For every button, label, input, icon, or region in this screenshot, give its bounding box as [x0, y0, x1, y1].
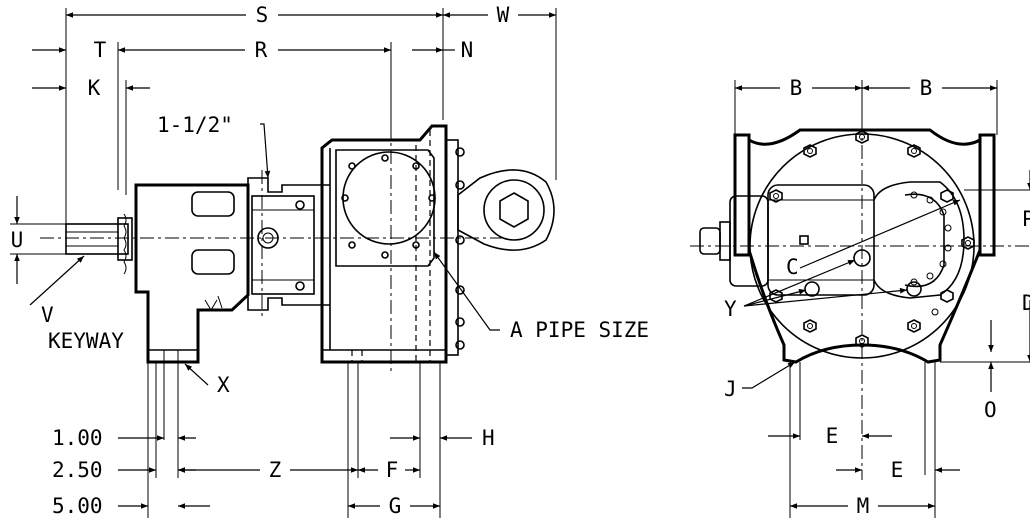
end-relief-valve	[699, 181, 965, 299]
label-e-lower: E	[891, 458, 904, 482]
dim-z: Z	[178, 458, 358, 482]
label-y: Y	[724, 297, 737, 321]
label-c: C	[786, 255, 799, 279]
label-x: X	[217, 373, 230, 397]
callout-j: J	[724, 361, 796, 401]
callout-y: Y	[724, 259, 908, 321]
dim-1-00: 1.00	[52, 426, 196, 450]
relief-valve	[457, 169, 555, 251]
dim-u: U	[6, 196, 66, 284]
callout-1-5: 1-1/2"	[157, 113, 271, 179]
dim-b: B B	[735, 76, 997, 100]
label-h: H	[482, 426, 495, 450]
callout-keyway: V KEYWAY	[29, 255, 124, 353]
label-n: N	[461, 38, 474, 62]
dim-p: P	[964, 170, 1030, 231]
label-m: M	[857, 494, 870, 518]
end-view: B B	[690, 76, 1030, 518]
bearing-housing	[134, 177, 330, 364]
label-b-right: B	[920, 76, 933, 100]
label-o: O	[984, 398, 997, 422]
dim-o: O	[984, 320, 997, 422]
dim-2-50: 2.50	[52, 458, 196, 482]
dim-w: W	[443, 3, 556, 27]
dim-g: G	[348, 494, 440, 518]
label-r: R	[255, 38, 268, 62]
dim-n: N	[412, 38, 473, 62]
label-k: K	[88, 76, 101, 100]
label-z: Z	[269, 458, 282, 482]
side-view: S W T R N K	[6, 3, 649, 518]
dim-e-lower: E	[836, 458, 960, 482]
callout-pipe-size: A PIPE SIZE	[433, 251, 649, 342]
shaft	[65, 213, 133, 275]
label-e-upper: E	[826, 424, 839, 448]
dim-t: T	[32, 38, 107, 62]
label-2-50: 2.50	[52, 458, 103, 482]
label-1-5-inch: 1-1/2"	[157, 113, 233, 137]
end-bolts	[769, 130, 975, 348]
label-v: V	[41, 303, 54, 327]
label-b-left: B	[790, 76, 803, 100]
label-keyway: KEYWAY	[48, 329, 124, 353]
label-g: G	[389, 494, 402, 518]
pump-casing	[320, 124, 465, 364]
dim-s: S	[66, 3, 443, 27]
dim-e-upper: E	[768, 424, 892, 448]
dim-f: F	[358, 458, 420, 482]
label-s: S	[256, 3, 269, 27]
dim-d: D	[940, 291, 1030, 363]
label-d: D	[1022, 291, 1030, 315]
dim-h: H	[390, 426, 495, 450]
callout-x: X	[184, 363, 230, 397]
dim-m: M	[790, 494, 935, 518]
dim-5-00: 5.00	[52, 494, 210, 518]
dim-k: K	[32, 76, 150, 100]
label-pipe-size: A PIPE SIZE	[510, 318, 649, 342]
label-5-00: 5.00	[52, 494, 103, 518]
label-j: J	[724, 377, 737, 401]
dim-r: R	[118, 38, 391, 62]
label-t: T	[94, 38, 107, 62]
label-w: W	[497, 3, 510, 27]
label-f: F	[386, 458, 399, 482]
label-p: P	[1022, 207, 1030, 231]
label-1-00: 1.00	[52, 426, 103, 450]
label-u: U	[11, 228, 24, 252]
callout-c: C	[786, 199, 961, 279]
